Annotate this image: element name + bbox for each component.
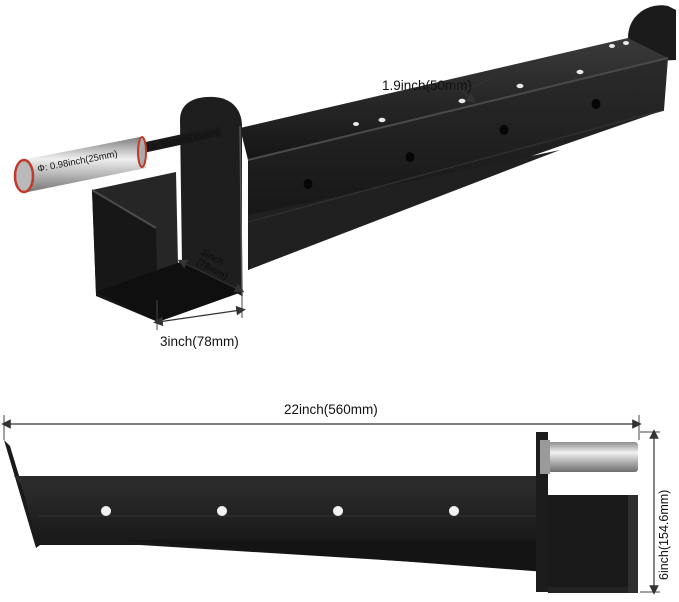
- hook-depth-dimension-arrow: [177, 259, 245, 293]
- width-dimension-arrow: [451, 80, 476, 104]
- side-elevation-view: 22inch(560mm) 6inch(154.6mm): [1, 402, 671, 595]
- side-pin-collar: [540, 440, 550, 474]
- side-view-holes: [101, 506, 459, 516]
- pin-end-cap: [13, 158, 35, 194]
- top-face-holes: [353, 41, 629, 126]
- height-label: 6inch(154.6mm): [657, 490, 671, 580]
- length-label: 22inch(560mm): [284, 402, 378, 417]
- side-face-holes: [303, 99, 601, 189]
- j-hook-rim: [91, 189, 157, 229]
- side-hook-inner: [548, 495, 630, 587]
- arm-edge-highlight: [247, 57, 669, 161]
- arm-lower-brace: [248, 150, 560, 270]
- width-leader: [465, 77, 493, 91]
- side-arm-top-flange: [14, 476, 546, 486]
- side-pin-sleeve: [548, 442, 638, 472]
- front-upright-plate: [180, 96, 242, 296]
- arm-mid-crease: [247, 109, 665, 223]
- left-end-plate: [4, 440, 40, 548]
- side-hook-lip: [628, 495, 638, 593]
- side-arm-gusset: [120, 540, 546, 572]
- pin-collar: [137, 136, 147, 168]
- hook-width-label: 3inch(78mm): [160, 334, 239, 349]
- top-perspective-view: Φ: 0.98inch(25mm) Φ: 5/8inch(15mm) 1.9in…: [13, 5, 676, 349]
- hook-width-dimension-arrow: [153, 305, 246, 327]
- safety-pin: [13, 126, 222, 194]
- width-label: 1.9inch(50mm): [382, 78, 472, 93]
- pin-thick-sleeve: [22, 137, 146, 192]
